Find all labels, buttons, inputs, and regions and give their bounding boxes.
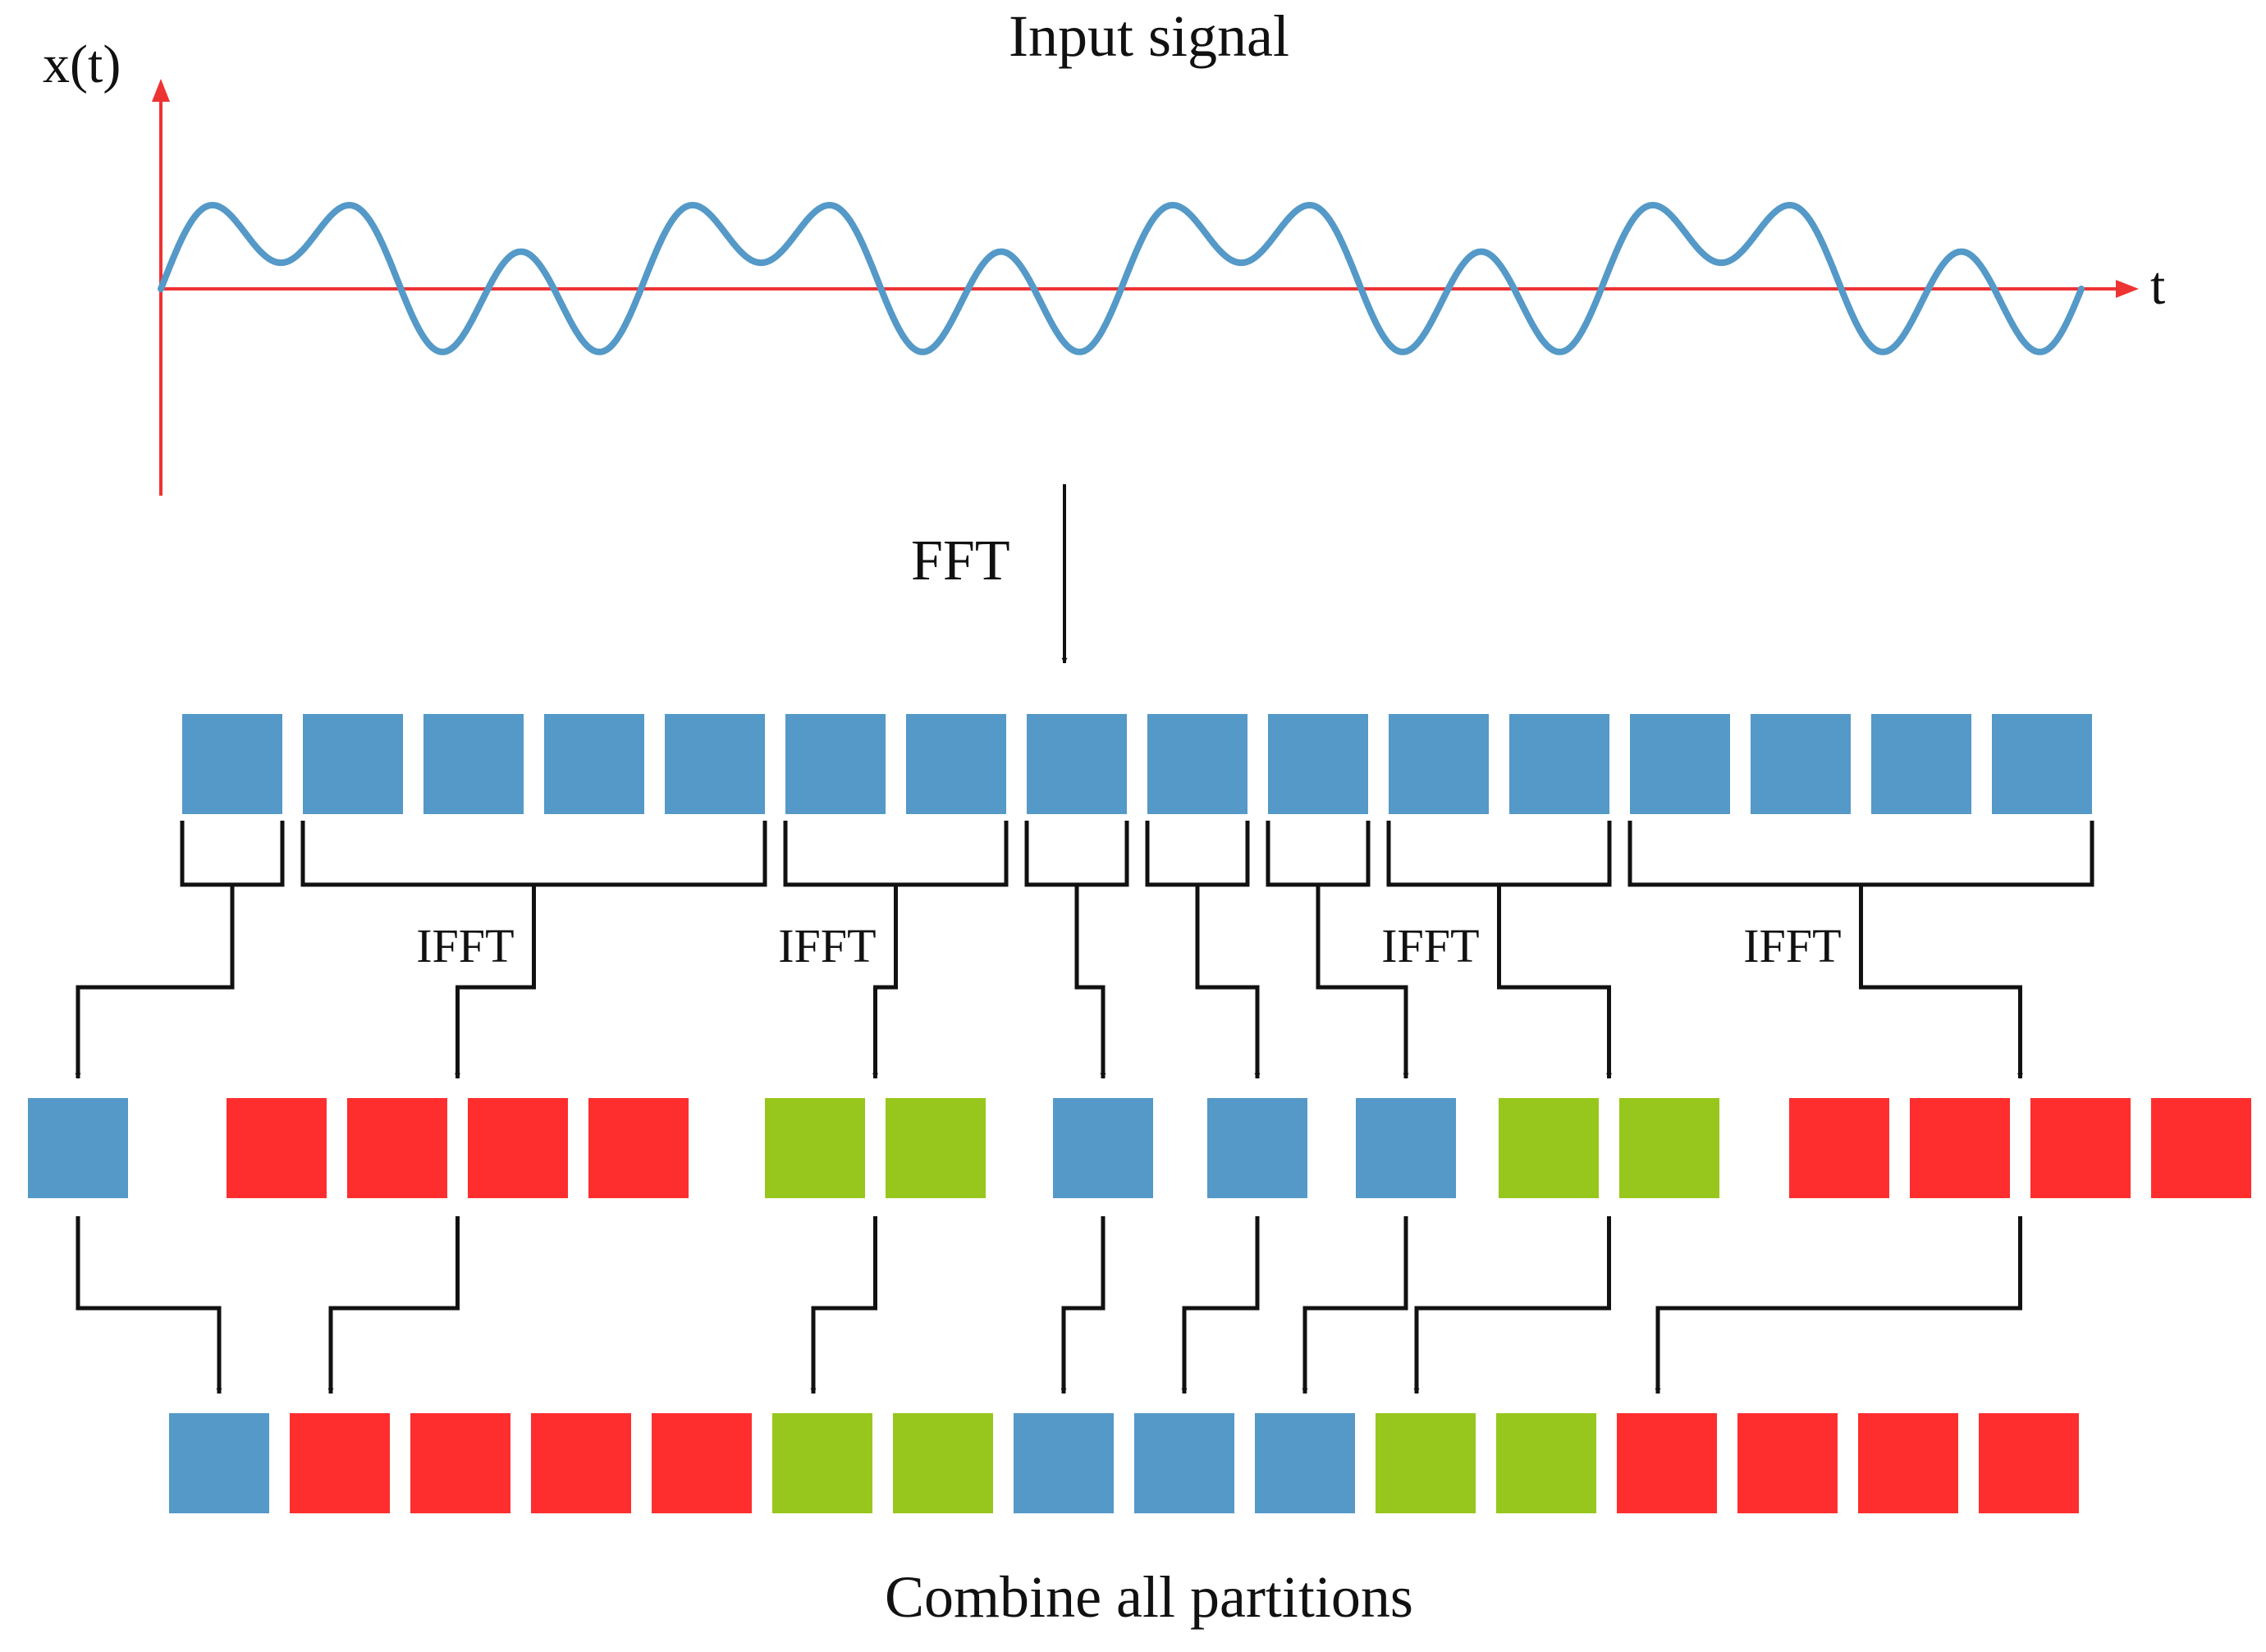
partition-block	[347, 1098, 447, 1198]
spectrum-bin	[1630, 714, 1730, 814]
spectrum-bin	[785, 714, 886, 814]
partition-block	[1910, 1098, 2010, 1198]
spectrum-bin	[906, 714, 1006, 814]
partition-connector	[872, 885, 898, 1079]
spectrum-bin	[1509, 714, 1609, 814]
partition-block	[886, 1098, 986, 1198]
ifft-label: IFFT	[1381, 919, 1479, 972]
combined-block	[1376, 1413, 1476, 1513]
combined-block	[1858, 1413, 1958, 1513]
partition-connector	[1074, 885, 1106, 1079]
diagram-title: Input signal	[1009, 3, 1289, 69]
combine-connector	[1655, 1216, 2022, 1394]
combine-connector	[1181, 1216, 1260, 1394]
partition-connector	[1195, 885, 1261, 1079]
partition-block	[588, 1098, 689, 1198]
partition-block	[1053, 1098, 1153, 1198]
partition-connector	[1497, 885, 1612, 1079]
partition-bracket	[1266, 821, 1371, 887]
partition-bracket	[783, 821, 1009, 887]
combined-block	[1255, 1413, 1355, 1513]
combined-block	[1979, 1413, 2079, 1513]
y-axis-label: x(t)	[43, 34, 121, 94]
combine-connector	[810, 1216, 877, 1394]
ifft-label: IFFT	[416, 919, 514, 972]
partition-block	[765, 1098, 865, 1198]
partition-bracket	[1386, 821, 1612, 887]
spectrum-bin	[1871, 714, 1971, 814]
combined-block	[410, 1413, 510, 1513]
partition-block	[1619, 1098, 1719, 1198]
combined-output-row	[169, 1413, 2079, 1513]
combined-block	[290, 1413, 390, 1513]
partition-bracket	[1627, 821, 2094, 887]
combine-connector	[1302, 1216, 1408, 1394]
partition-bracket	[1145, 821, 1250, 887]
combined-block	[1014, 1413, 1114, 1513]
combined-block	[1617, 1413, 1717, 1513]
combine-connector	[76, 1216, 222, 1394]
x-axis-arrowhead	[2116, 280, 2139, 298]
partition-block	[1207, 1098, 1307, 1198]
partition-block	[1356, 1098, 1456, 1198]
spectrum-bin	[423, 714, 524, 814]
partition-block	[2030, 1098, 2131, 1198]
combined-block	[893, 1413, 993, 1513]
combined-block	[531, 1413, 631, 1513]
ifft-label: IFFT	[1743, 919, 1841, 972]
combine-connector	[1060, 1216, 1106, 1394]
partition-brackets	[75, 821, 2094, 1079]
combined-block	[1737, 1413, 1838, 1513]
spectrum-bin	[544, 714, 644, 814]
partition-bracket	[300, 821, 767, 887]
spectrum-bin	[1147, 714, 1247, 814]
combined-block	[1496, 1413, 1596, 1513]
partition-block	[1789, 1098, 1889, 1198]
fft-label: FFT	[911, 529, 1010, 593]
y-axis-arrowhead	[152, 79, 170, 102]
ifft-label: IFFT	[778, 919, 876, 972]
partition-connector	[455, 885, 536, 1079]
x-axis-label: t	[2150, 256, 2165, 316]
partition-bracket	[1024, 821, 1129, 887]
spectrum-bin	[1992, 714, 2092, 814]
spectrum-bin	[1268, 714, 1368, 814]
partition-blocks	[28, 1098, 2251, 1198]
spectrum-bins	[182, 714, 2092, 814]
input-signal-waveform	[158, 202, 2085, 355]
partition-block	[468, 1098, 568, 1198]
partition-connector	[1859, 885, 2023, 1079]
spectrum-bin	[303, 714, 403, 814]
partition-block	[227, 1098, 327, 1198]
ifft-labels: IFFT IFFT IFFT IFFT	[416, 919, 1841, 972]
combine-label: Combine all partitions	[885, 1564, 1413, 1630]
partition-block	[28, 1098, 128, 1198]
spectrum-bin	[1389, 714, 1489, 814]
combined-block	[772, 1413, 872, 1513]
spectrum-bin	[665, 714, 765, 814]
combine-connectors	[76, 1216, 2022, 1394]
combined-block	[1134, 1413, 1234, 1513]
combine-connector	[1413, 1216, 1611, 1394]
spectrum-bin	[182, 714, 282, 814]
spectrum-bin	[1027, 714, 1127, 814]
combine-connector	[327, 1216, 460, 1394]
combined-block	[169, 1413, 269, 1513]
partition-connector	[75, 885, 235, 1079]
spectrum-bin	[1751, 714, 1851, 814]
combined-block	[652, 1413, 752, 1513]
partition-bracket	[180, 821, 285, 887]
partition-connector	[1316, 885, 1409, 1079]
partition-block	[2151, 1098, 2251, 1198]
partition-block	[1499, 1098, 1599, 1198]
